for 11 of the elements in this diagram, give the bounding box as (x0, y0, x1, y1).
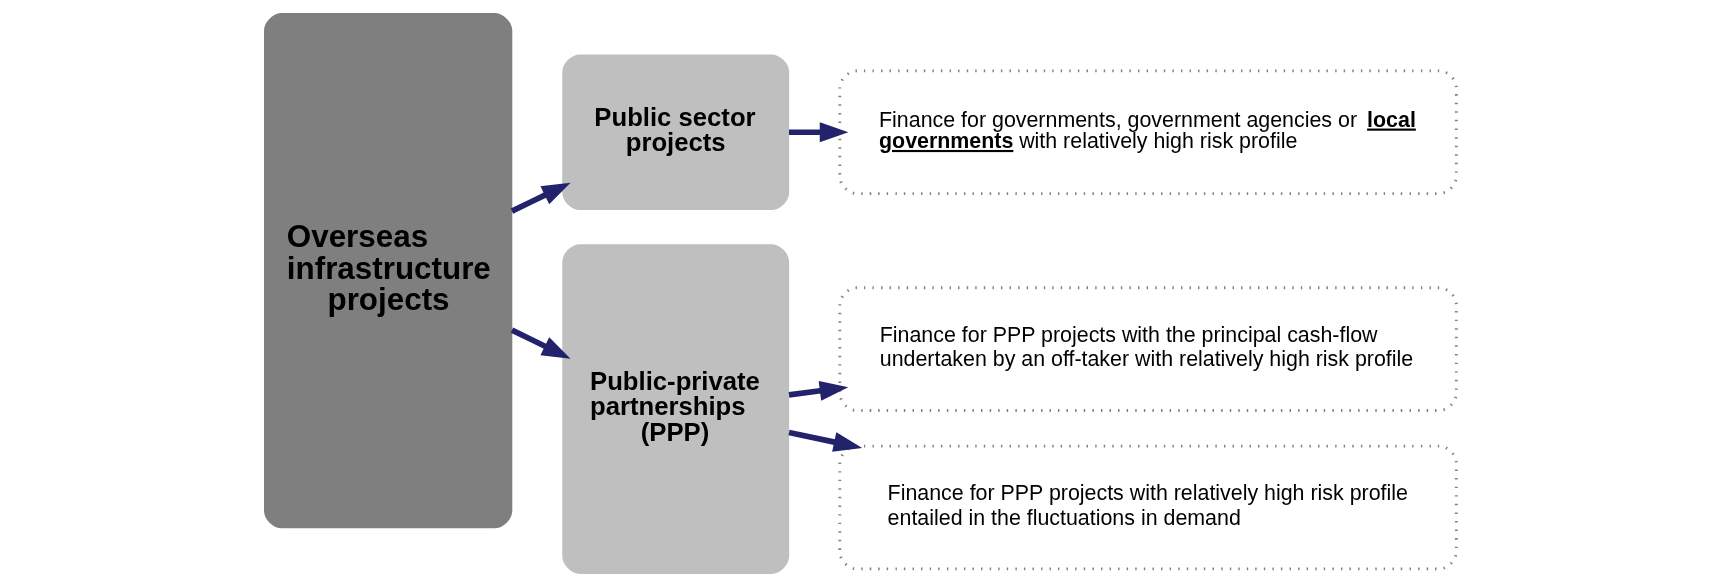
node-box: Finance for governments, government agencies or local governments with relatively high risk profile (838, 69, 1458, 196)
arrow (510, 327, 571, 359)
arrow (789, 122, 849, 143)
node-box: Public-private partnerships (PPP) (562, 244, 790, 574)
arrow (510, 182, 571, 214)
node-box: Public sector projects (562, 54, 790, 210)
node-box: Overseas infrastructure projects (264, 13, 513, 529)
node-box: Finance for PPP projects with the principal cash-flow undertaken by an off-taker with relatively high risk profile (838, 286, 1458, 412)
node-box: Finance for PPP projects with relatively high risk profile entailed in the fluctuations in demand (838, 444, 1458, 571)
arrow (788, 429, 863, 452)
arrow (788, 380, 849, 401)
